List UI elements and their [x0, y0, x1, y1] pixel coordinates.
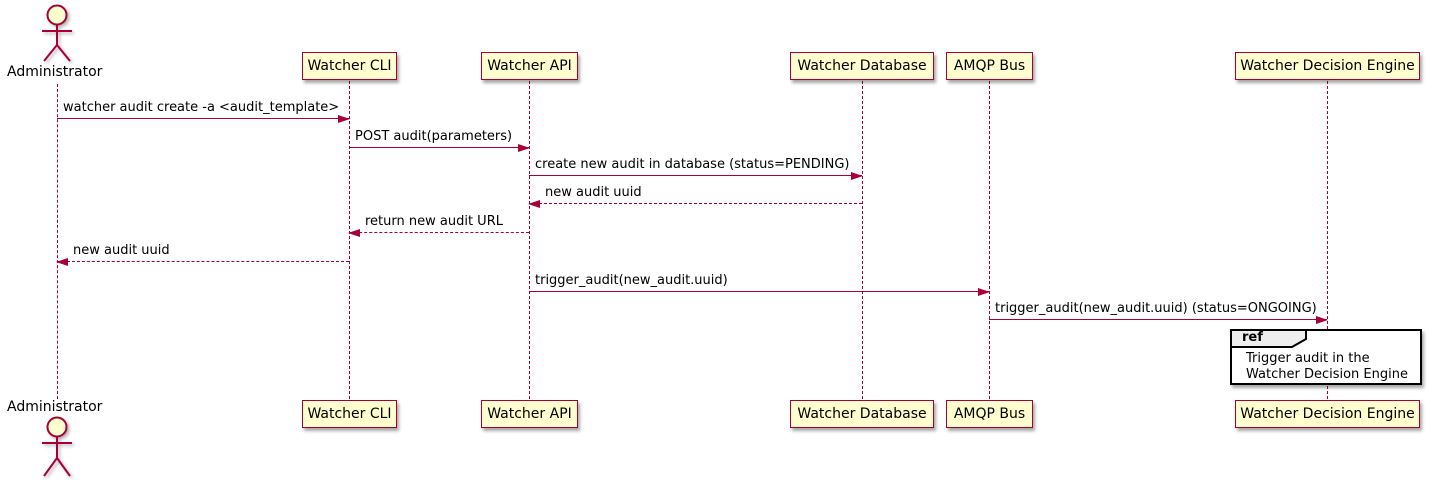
- arrowhead-icon: [338, 115, 350, 123]
- participant-bottom-amqp-bus: AMQP Bus: [946, 400, 1033, 428]
- participant-label: Watcher Decision Engine: [1240, 406, 1415, 422]
- arrowhead-icon: [1316, 316, 1328, 324]
- participant-bottom-watcher-cli: Watcher CLI: [302, 400, 397, 428]
- participant-top-watcher-api: Watcher API: [481, 52, 578, 80]
- participant-top-amqp-bus: AMQP Bus: [946, 52, 1033, 80]
- participant-label: AMQP Bus: [953, 406, 1026, 422]
- ref-tab-shape: [1230, 329, 1307, 348]
- ref-line-2: Watcher Decision Engine: [1246, 367, 1408, 382]
- message-text: trigger_audit(new_audit.uuid) (status=ON…: [995, 301, 1317, 316]
- actor-icon: [42, 416, 72, 477]
- message-line: [529, 291, 989, 292]
- participant-label: Watcher Database: [797, 406, 927, 422]
- message-4: new audit uuid: [528, 183, 862, 208]
- actor-label-top: Administrator: [7, 64, 103, 80]
- message-line: [529, 203, 862, 204]
- message-8: trigger_audit(new_audit.uuid) (status=ON…: [989, 299, 1328, 324]
- message-6: new audit uuid: [56, 241, 349, 266]
- lifeline-watcher-cli: [349, 81, 350, 399]
- arrowhead-icon: [528, 200, 540, 208]
- ref-line-1: Trigger audit in the: [1246, 351, 1370, 366]
- ref-fragment: ref Trigger audit in the Watcher Decisio…: [1230, 329, 1422, 385]
- participant-label: Watcher CLI: [307, 406, 392, 422]
- message-text: POST audit(parameters): [355, 129, 513, 144]
- participant-bottom-watcher-database: Watcher Database: [790, 400, 934, 428]
- message-3: create new audit in database (status=PEN…: [529, 155, 863, 180]
- arrowhead-icon: [348, 229, 360, 237]
- message-line: [989, 319, 1327, 320]
- participant-label: Watcher Database: [797, 58, 927, 74]
- message-text: create new audit in database (status=PEN…: [535, 157, 850, 172]
- message-line: [57, 118, 349, 119]
- lifeline-administrator: [57, 84, 58, 399]
- lifeline-watcher-api: [529, 81, 530, 399]
- message-text: trigger_audit(new_audit.uuid): [535, 273, 728, 288]
- lifeline-watcher-database: [862, 81, 863, 399]
- actor-label-bottom: Administrator: [7, 399, 103, 415]
- lifeline-watcher-decision-engine: [1327, 81, 1328, 399]
- ref-body: Trigger audit in the Watcher Decision En…: [1232, 331, 1420, 383]
- participant-top-watcher-database: Watcher Database: [790, 52, 934, 80]
- message-line: [349, 232, 529, 233]
- ref-tab: ref: [1230, 329, 1308, 348]
- participant-top-watcher-cli: Watcher CLI: [302, 52, 397, 80]
- message-line: [349, 147, 529, 148]
- message-line: [57, 261, 349, 262]
- participant-label: AMQP Bus: [953, 58, 1026, 74]
- participant-bottom-watcher-api: Watcher API: [481, 400, 578, 428]
- message-5: return new audit URL: [348, 212, 529, 237]
- arrowhead-icon: [518, 144, 530, 152]
- participant-bottom-watcher-decision-engine: Watcher Decision Engine: [1235, 400, 1420, 428]
- participant-label: Watcher Decision Engine: [1240, 58, 1415, 74]
- message-text: new audit uuid: [73, 243, 170, 258]
- participant-label: Watcher CLI: [307, 58, 392, 74]
- message-2: POST audit(parameters): [349, 127, 530, 152]
- message-1: watcher audit create -a <audit_template>: [57, 98, 350, 123]
- participant-top-watcher-decision-engine: Watcher Decision Engine: [1235, 52, 1420, 80]
- lifeline-amqp-bus: [989, 81, 990, 399]
- message-text: new audit uuid: [545, 185, 642, 200]
- message-text: watcher audit create -a <audit_template>: [63, 100, 340, 115]
- ref-keyword: ref: [1242, 330, 1263, 345]
- participant-label: Watcher API: [487, 406, 572, 422]
- message-text: return new audit URL: [365, 214, 503, 229]
- actor-icon: [42, 4, 72, 62]
- arrowhead-icon: [56, 258, 68, 266]
- message-7: trigger_audit(new_audit.uuid): [529, 271, 990, 296]
- participant-label: Watcher API: [487, 58, 572, 74]
- arrowhead-icon: [978, 288, 990, 296]
- message-line: [529, 175, 862, 176]
- arrowhead-icon: [851, 172, 863, 180]
